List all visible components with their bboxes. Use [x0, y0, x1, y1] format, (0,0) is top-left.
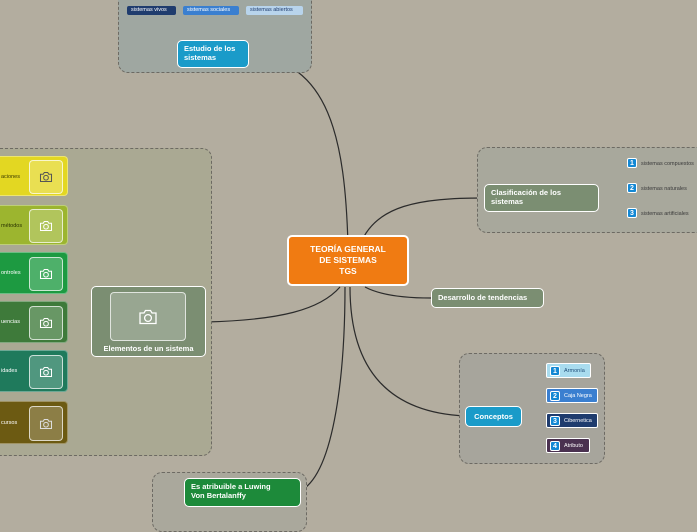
element-item-1[interactable]: aciones [0, 156, 68, 196]
element-item-5-label: idades [1, 368, 18, 374]
image-placeholder [110, 292, 186, 341]
image-placeholder [29, 355, 63, 389]
number-icon-3: 3 [550, 416, 560, 426]
element-item-1-label: aciones [1, 174, 20, 180]
bertalanffy-line2: Von Bertalanffy [191, 491, 246, 500]
estudio-line2: sistemas [184, 53, 217, 62]
element-item-4-label: uencias [1, 319, 20, 325]
concept-caja-negra[interactable]: 2 Caja Negra [546, 388, 598, 403]
camera-icon [39, 172, 53, 182]
central-line3: TGS [339, 266, 357, 276]
tag-sistemas-sociales[interactable]: sistemas sociales [183, 6, 239, 15]
topic-elementos-sistema[interactable]: Elementos de un sistema [91, 286, 206, 357]
leaf-sistemas-compuestos[interactable]: sistemas compuestos [641, 161, 694, 167]
topic-bertalanffy[interactable]: Es atribuible a Luwing Von Bertalanffy [184, 478, 301, 507]
element-item-4[interactable]: uencias [0, 301, 68, 343]
element-item-2[interactable]: métodos [0, 205, 68, 245]
elementos-label: Elementos de un sistema [103, 344, 194, 353]
leaf-sistemas-artificiales[interactable]: sistemas artificiales [641, 211, 689, 217]
image-placeholder [29, 406, 63, 441]
number-icon-2: 2 [627, 183, 637, 193]
concept-armonia-label: Armonía [564, 368, 585, 374]
camera-icon [39, 418, 53, 429]
camera-icon [39, 269, 53, 279]
central-line1: TEORÍA GENERAL [310, 244, 386, 254]
image-placeholder [29, 257, 63, 291]
topic-clasificacion[interactable]: Clasificación de los sistemas [484, 184, 599, 212]
element-item-3-label: ontroles [1, 270, 21, 276]
concept-cibernetica-label: Cibernetica [564, 418, 592, 424]
number-icon-1: 1 [550, 366, 560, 376]
concept-caja-negra-label: Caja Negra [564, 393, 592, 399]
element-item-6[interactable]: cursos [0, 401, 68, 444]
central-topic[interactable]: TEORÍA GENERAL DE SISTEMAS TGS [287, 235, 409, 286]
clasificacion-line1: Clasificación de los [491, 188, 562, 197]
bertalanffy-line1: Es atribuible a Luwing [191, 482, 271, 491]
concept-armonia[interactable]: 1 Armonía [546, 363, 591, 378]
camera-icon [139, 309, 157, 324]
central-line2: DE SISTEMAS [319, 255, 377, 265]
tag-sistemas-vivos[interactable]: sistemas vivos [127, 6, 176, 15]
topic-conceptos[interactable]: Conceptos [465, 406, 522, 427]
estudio-line1: Estudio de los [184, 44, 236, 53]
image-placeholder [29, 160, 63, 194]
camera-icon [39, 367, 53, 377]
camera-icon [39, 221, 53, 231]
number-icon-1: 1 [627, 158, 637, 168]
concept-cibernetica[interactable]: 3 Cibernetica [546, 413, 598, 428]
number-icon-3: 3 [627, 208, 637, 218]
camera-icon [39, 318, 53, 328]
concept-atributo-label: Atributo [564, 443, 583, 449]
topic-desarrollo-tendencias[interactable]: Desarrollo de tendencias [431, 288, 544, 308]
number-icon-4: 4 [550, 441, 560, 451]
element-item-3[interactable]: ontroles [0, 252, 68, 294]
image-placeholder [29, 209, 63, 243]
topic-estudio-sistemas[interactable]: Estudio de los sistemas [177, 40, 249, 68]
leaf-sistemas-naturales[interactable]: sistemas naturales [641, 186, 687, 192]
element-item-5[interactable]: idades [0, 350, 68, 392]
element-item-2-label: métodos [1, 223, 23, 229]
element-item-6-label: cursos [1, 420, 18, 426]
image-placeholder [29, 306, 63, 340]
concept-atributo[interactable]: 4 Atributo [546, 438, 590, 453]
tag-sistemas-abiertos[interactable]: sistemas abiertos [246, 6, 303, 15]
clasificacion-line2: sistemas [491, 197, 524, 206]
number-icon-2: 2 [550, 391, 560, 401]
